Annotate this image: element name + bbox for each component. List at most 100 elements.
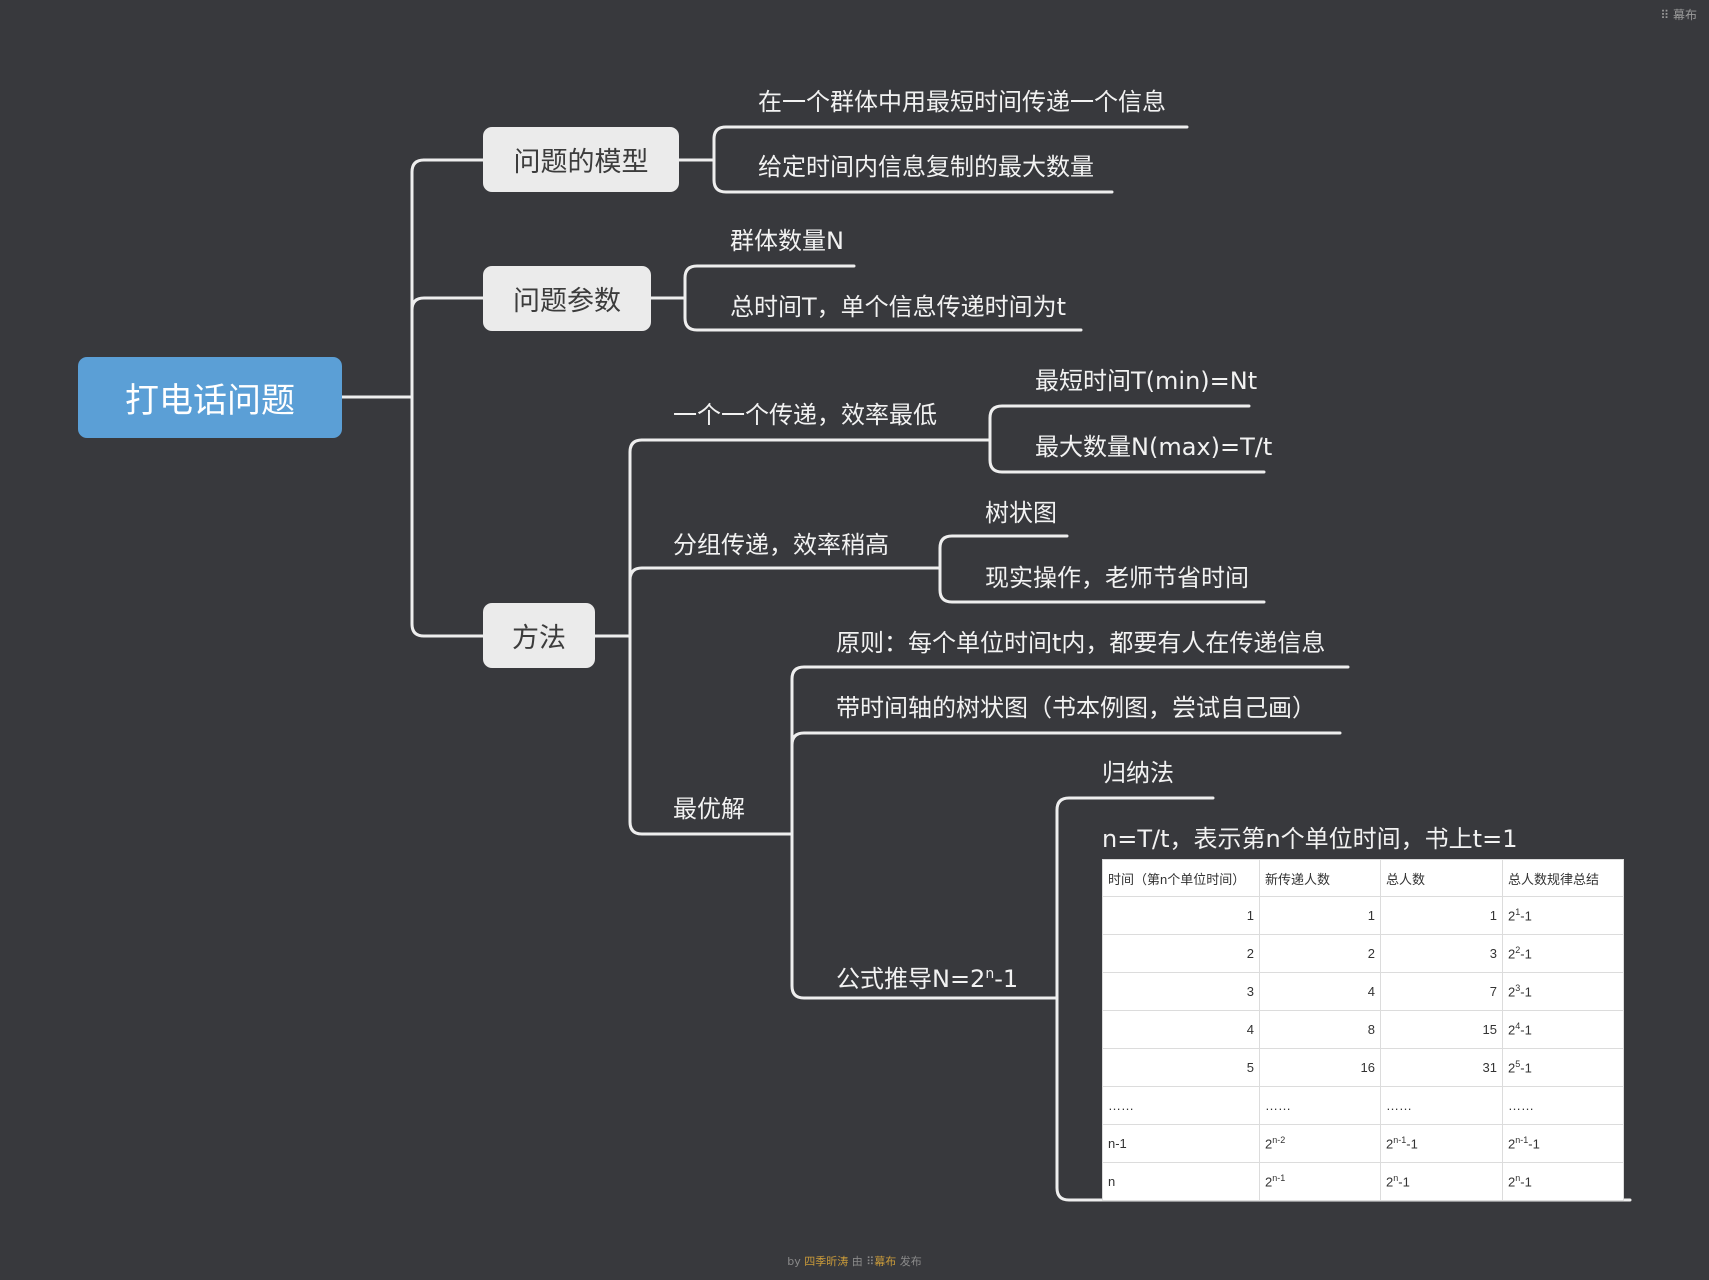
table-cell-rule: 23-1 bbox=[1502, 972, 1624, 1011]
table-cell-n: 2 bbox=[1102, 934, 1260, 973]
table-cell-rule: 21-1 bbox=[1502, 896, 1624, 935]
table-cell-new: 8 bbox=[1259, 1010, 1381, 1049]
power-base: 2 bbox=[1508, 984, 1516, 1000]
node-one-by-one-child-2[interactable]: 最大数量N(max)=T/t bbox=[1035, 433, 1273, 461]
power-exponent: n-1 bbox=[1272, 1173, 1286, 1184]
power-base: 2 bbox=[1508, 1174, 1516, 1190]
table-cell-new: 16 bbox=[1259, 1048, 1381, 1087]
node-optimal-principle[interactable]: 原则：每个单位时间t内，都要有人在传递信息 bbox=[836, 629, 1326, 657]
node-formula-definition[interactable]: n=T/t，表示第n个单位时间，书上t=1 bbox=[1102, 825, 1518, 853]
table-cell-n: 3 bbox=[1102, 972, 1260, 1011]
power-exponent: n bbox=[1393, 1173, 1399, 1184]
power-base: 2 bbox=[1508, 1022, 1516, 1038]
table-cell-ellipsis: …… bbox=[1259, 1086, 1381, 1125]
node-params-child-1[interactable]: 群体数量N bbox=[730, 227, 844, 255]
node-params-child-2[interactable]: 总时间T，单个信息传递时间为t bbox=[730, 293, 1067, 321]
mubu-logo-icon: ⠿ bbox=[1660, 8, 1670, 22]
table-cell-total: 15 bbox=[1380, 1010, 1503, 1049]
table-cell-total: 31 bbox=[1380, 1048, 1503, 1087]
power-exponent: 2 bbox=[1515, 945, 1521, 956]
table-cell-rule: 2n-1 bbox=[1502, 1162, 1624, 1201]
power-tail: -1 bbox=[1528, 1136, 1540, 1152]
power-base: 2 bbox=[1265, 1174, 1273, 1190]
footer-credit: by 四季昕涛 由 ⠿幕布 发布 bbox=[0, 1253, 1709, 1269]
footer-brand[interactable]: 幕布 bbox=[874, 1255, 897, 1268]
table-row: n-1 2n-2 2n-1-1 2n-1-1 bbox=[1102, 1124, 1624, 1163]
node-model-child-1[interactable]: 在一个群体中用最短时间传递一个信息 bbox=[758, 88, 1166, 116]
table-cell-new: 2n-1 bbox=[1259, 1162, 1381, 1201]
table-cell-ellipsis: …… bbox=[1102, 1086, 1260, 1125]
table-header-total: 总人数 bbox=[1380, 859, 1503, 897]
brand-logo: ⠿ 幕布 bbox=[1660, 6, 1697, 23]
power-tail: -1 bbox=[1520, 1174, 1532, 1190]
table-cell-new: 4 bbox=[1259, 972, 1381, 1011]
table-cell-new: 2 bbox=[1259, 934, 1381, 973]
footer-via: 由 bbox=[851, 1255, 863, 1268]
power-exponent: 3 bbox=[1515, 983, 1521, 994]
power-tail: -1 bbox=[1406, 1136, 1418, 1152]
power-exponent: n-1 bbox=[1393, 1135, 1407, 1146]
table-cell-new: 1 bbox=[1259, 896, 1381, 935]
power-tail: -1 bbox=[1520, 946, 1532, 962]
table-cell-total: 7 bbox=[1380, 972, 1503, 1011]
root-node[interactable]: 打电话问题 bbox=[78, 357, 342, 438]
table-cell-n: 4 bbox=[1102, 1010, 1260, 1049]
node-method-optimal[interactable]: 最优解 bbox=[673, 795, 745, 823]
table-header-rule: 总人数规律总结 bbox=[1502, 859, 1624, 897]
table-cell-new: 2n-2 bbox=[1259, 1124, 1381, 1163]
formula-exponent: n bbox=[985, 966, 995, 982]
connector-root-params bbox=[410, 296, 485, 312]
table-cell-total: 3 bbox=[1380, 934, 1503, 973]
node-group-child-1[interactable]: 树状图 bbox=[985, 499, 1057, 527]
table-cell-n: 5 bbox=[1102, 1048, 1260, 1087]
mubu-logo-icon: ⠿ bbox=[866, 1255, 875, 1268]
table-row: …… …… …… …… bbox=[1102, 1086, 1624, 1125]
power-exponent: n-1 bbox=[1515, 1135, 1529, 1146]
footer-author[interactable]: 四季昕涛 bbox=[804, 1255, 849, 1268]
node-formula-induction[interactable]: 归纳法 bbox=[1102, 759, 1174, 787]
table-header-time: 时间（第n个单位时间） bbox=[1102, 859, 1260, 897]
table-cell-rule: 2n-1-1 bbox=[1502, 1124, 1624, 1163]
node-problem-params[interactable]: 问题参数 bbox=[483, 266, 651, 331]
table-cell-total: 1 bbox=[1380, 896, 1503, 935]
power-exponent: n bbox=[1515, 1173, 1521, 1184]
table-cell-ellipsis: …… bbox=[1502, 1086, 1624, 1125]
table-row: n 2n-1 2n-1 2n-1 bbox=[1102, 1162, 1624, 1201]
table-cell-n: n-1 bbox=[1102, 1124, 1260, 1163]
power-exponent: 4 bbox=[1515, 1021, 1521, 1032]
node-group-child-2[interactable]: 现实操作，老师节省时间 bbox=[985, 564, 1249, 592]
table-cell-ellipsis: …… bbox=[1380, 1086, 1503, 1125]
connector-optimal-children bbox=[788, 665, 1350, 1000]
power-base: 2 bbox=[1265, 1136, 1273, 1152]
node-optimal-tree[interactable]: 带时间轴的树状图（书本例图，尝试自己画） bbox=[836, 694, 1316, 722]
formula-prefix: 公式推导N=2 bbox=[836, 965, 986, 993]
node-method-one-by-one[interactable]: 一个一个传递，效率最低 bbox=[673, 401, 937, 429]
power-exponent: n-2 bbox=[1272, 1135, 1286, 1146]
node-one-by-one-child-1[interactable]: 最短时间T(min)=Nt bbox=[1035, 367, 1258, 395]
power-tail: -1 bbox=[1520, 1022, 1532, 1038]
connector-method-group bbox=[628, 566, 942, 582]
table-cell-rule: 24-1 bbox=[1502, 1010, 1624, 1049]
power-exponent: 5 bbox=[1515, 1059, 1521, 1070]
power-tail: -1 bbox=[1398, 1174, 1410, 1190]
formula-suffix: -1 bbox=[994, 965, 1019, 993]
node-method[interactable]: 方法 bbox=[483, 603, 595, 668]
connector-method-trunk bbox=[593, 438, 792, 836]
node-optimal-formula[interactable]: 公式推导N=2n-1 bbox=[836, 959, 1018, 994]
connector-formula-children bbox=[1043, 796, 1632, 1202]
power-base: 2 bbox=[1386, 1136, 1394, 1152]
power-base: 2 bbox=[1508, 946, 1516, 962]
node-method-group[interactable]: 分组传递，效率稍高 bbox=[673, 531, 889, 559]
node-problem-model[interactable]: 问题的模型 bbox=[483, 127, 679, 192]
footer-publish: 发布 bbox=[899, 1255, 922, 1268]
node-model-child-2[interactable]: 给定时间内信息复制的最大数量 bbox=[758, 153, 1094, 181]
connector-onebyone-children bbox=[976, 404, 1266, 474]
